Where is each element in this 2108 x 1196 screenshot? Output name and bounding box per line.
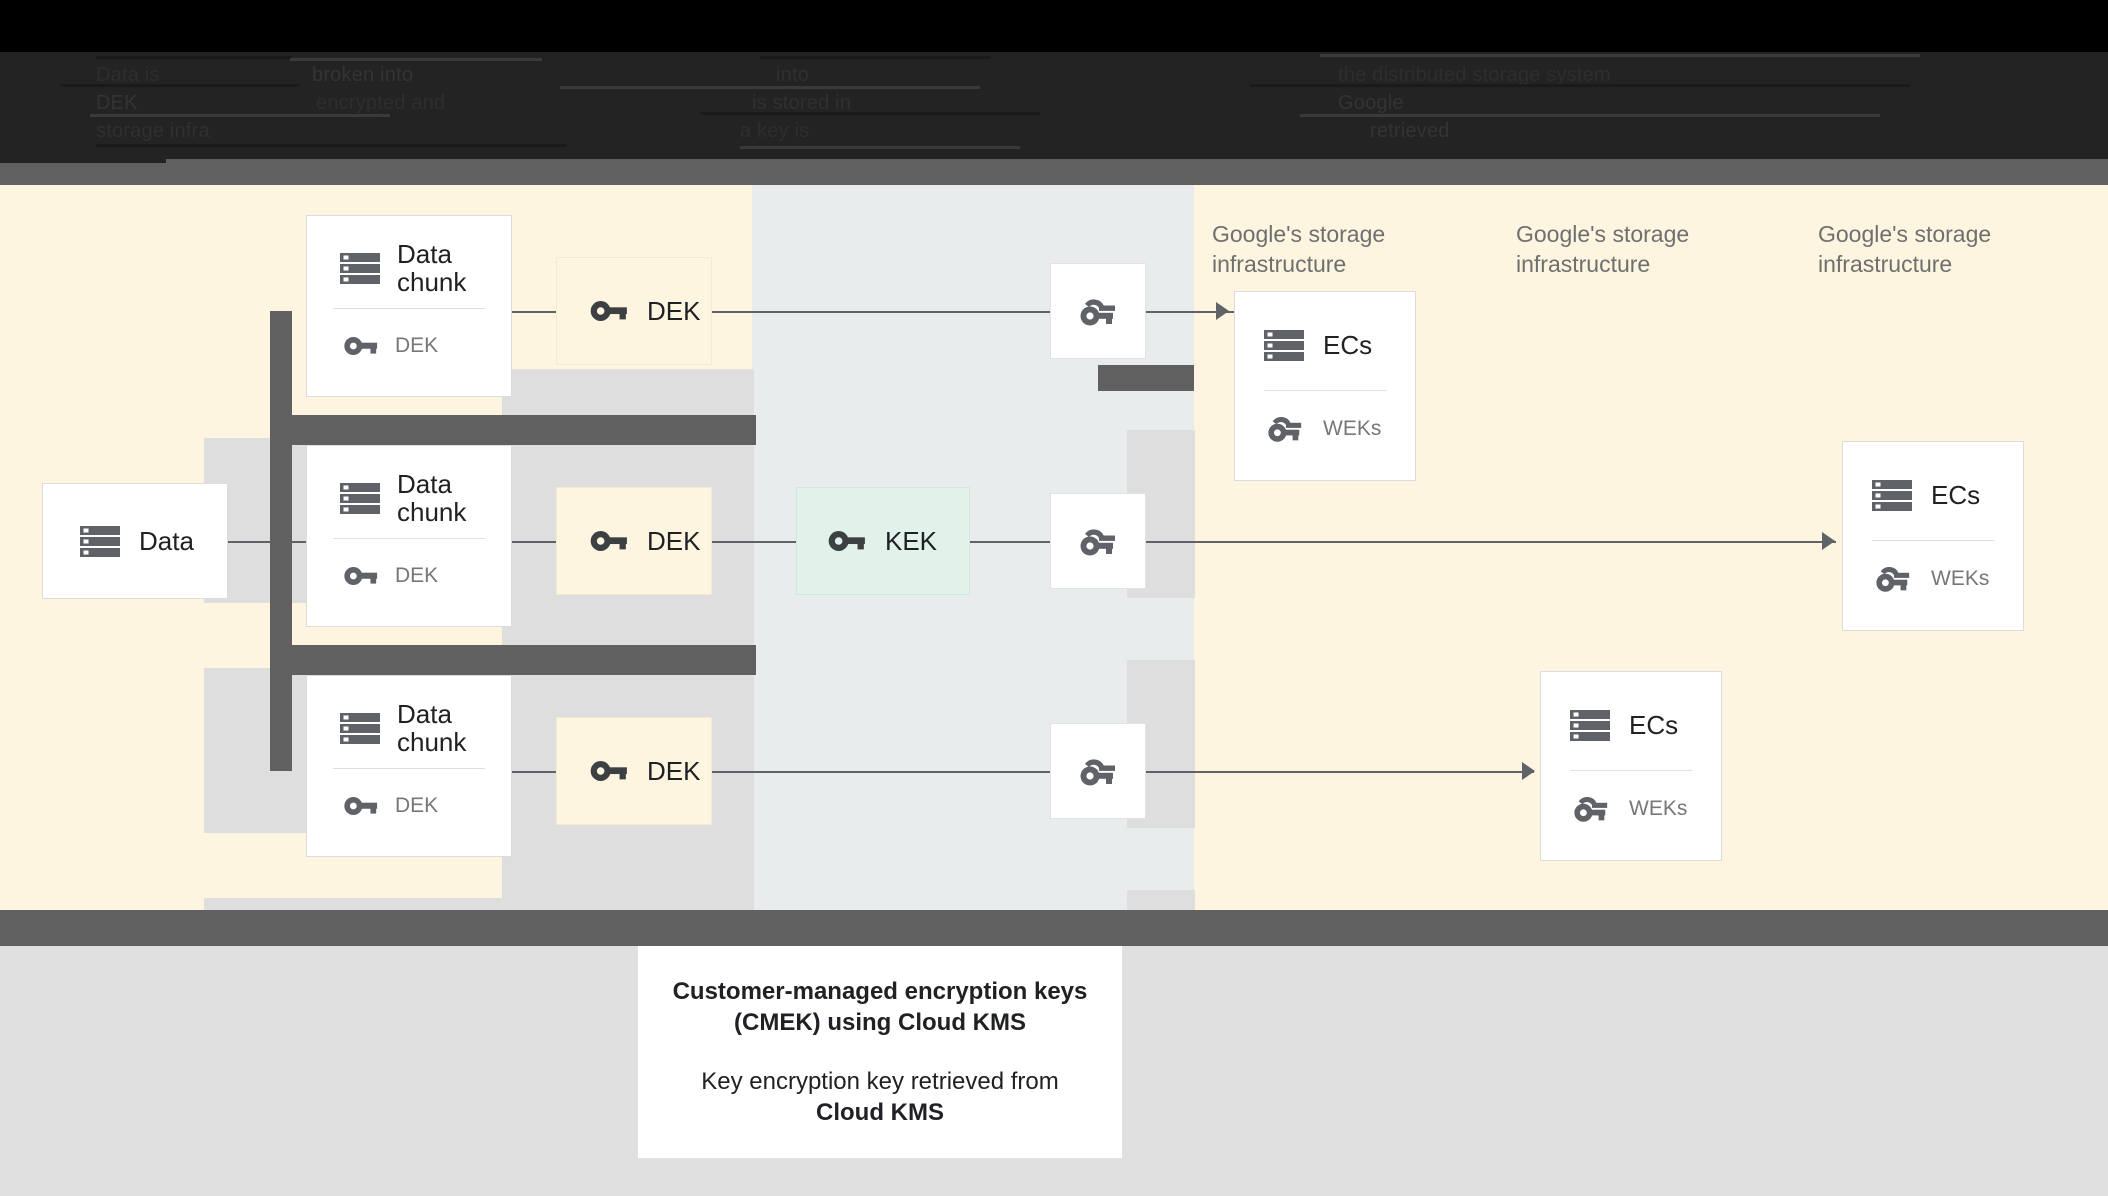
obscured-text-frag-6: encrypted and bbox=[316, 92, 446, 114]
server-icon bbox=[337, 705, 383, 751]
data-chunk-key-label: DEK bbox=[395, 564, 439, 587]
obscured-text-frag-7: is stored in bbox=[752, 92, 852, 114]
dek-box-1[interactable]: DEK bbox=[556, 257, 712, 365]
data-chunk-key-label: DEK bbox=[395, 334, 439, 357]
key-icon bbox=[341, 557, 379, 595]
wrapped-key-icon bbox=[1569, 789, 1615, 829]
data-chunk-card-1[interactable]: Data chunk DEK bbox=[306, 215, 512, 397]
line-dek1-wkey bbox=[712, 311, 1060, 313]
wrapped-key-box-2[interactable] bbox=[1050, 493, 1146, 589]
key-icon bbox=[341, 787, 379, 825]
obscured-text-frag-8: Google bbox=[1338, 92, 1404, 114]
obscured-header-band: Data is broken into into the distributed… bbox=[0, 52, 2108, 159]
ec-card-1[interactable]: ECs WEKs bbox=[1234, 291, 1416, 481]
wrapped-key-icon bbox=[1871, 559, 1917, 599]
dek-box-label: DEK bbox=[647, 295, 701, 326]
top-gray-bar bbox=[0, 159, 2108, 185]
wrapped-key-box-3[interactable] bbox=[1050, 723, 1146, 819]
branch-bar-1 bbox=[270, 415, 756, 445]
trunk-vertical bbox=[270, 311, 292, 771]
line-kek-to-wkey bbox=[898, 541, 1060, 543]
data-card-label: Data bbox=[139, 526, 194, 556]
data-chunk-title: Data chunk bbox=[397, 239, 467, 297]
server-icon bbox=[337, 475, 383, 521]
overlay-block-wkey1 bbox=[1098, 365, 1194, 391]
ec-card-title: ECs bbox=[1629, 710, 1679, 740]
kek-box-label: KEK bbox=[885, 525, 938, 556]
line-wkey1-ec1 bbox=[1136, 311, 1234, 313]
key-icon bbox=[341, 327, 379, 365]
ec-card-key-label: WEKs bbox=[1629, 797, 1688, 820]
kek-box[interactable]: KEK bbox=[796, 487, 970, 595]
obscured-text-frag-1: Data is bbox=[96, 64, 160, 86]
card-divider bbox=[1570, 770, 1692, 771]
data-card[interactable]: Data bbox=[42, 483, 228, 599]
obscured-text-frag-10: a key is bbox=[740, 120, 810, 142]
wrapped-key-icon bbox=[1075, 521, 1121, 561]
dek-box-3[interactable]: DEK bbox=[556, 717, 712, 825]
data-chunk-key-label: DEK bbox=[395, 794, 439, 817]
ec-card-key-label: WEKs bbox=[1931, 567, 1990, 590]
dek-box-label: DEK bbox=[647, 525, 701, 556]
wrapped-key-icon bbox=[1075, 291, 1121, 331]
ec-card-title: ECs bbox=[1931, 480, 1981, 510]
key-icon bbox=[587, 750, 629, 792]
card-divider bbox=[333, 538, 485, 539]
data-chunk-title: Data chunk bbox=[397, 469, 467, 527]
server-icon bbox=[337, 245, 383, 291]
data-chunk-title: Data chunk bbox=[397, 699, 467, 757]
infra-label-2: Google's storage infrastructure bbox=[1516, 221, 1690, 277]
obscured-text-frag-3: into bbox=[776, 64, 810, 86]
caption-line-2: (CMEK) using Cloud KMS bbox=[734, 1009, 1026, 1036]
ec-card-3[interactable]: ECs WEKs bbox=[1540, 671, 1722, 861]
server-icon bbox=[1869, 472, 1915, 518]
server-icon bbox=[77, 518, 123, 564]
infra-label-3: Google's storage infrastructure bbox=[1818, 221, 1992, 277]
obscured-text-frag-2: broken into bbox=[312, 64, 414, 86]
branch-bar-2 bbox=[270, 645, 756, 675]
server-icon bbox=[1567, 702, 1613, 748]
arrowhead-ec3 bbox=[1522, 762, 1535, 780]
wrapped-key-icon bbox=[1263, 409, 1309, 449]
bottom-gray-bar bbox=[0, 910, 2108, 946]
card-divider bbox=[333, 768, 485, 769]
arrowhead-ec2 bbox=[1822, 532, 1835, 550]
caption-line-3: Key encryption key retrieved from bbox=[701, 1068, 1059, 1095]
top-black-band bbox=[0, 0, 2108, 52]
obscured-text-frag-9: storage infra bbox=[96, 120, 210, 142]
caption-card: Customer-managed encryption keys (CMEK) … bbox=[638, 946, 1122, 1158]
data-chunk-card-2[interactable]: Data chunk DEK bbox=[306, 445, 512, 627]
server-icon bbox=[1261, 322, 1307, 368]
arrowhead-ec1 bbox=[1216, 302, 1229, 320]
top-gray-bar-notch bbox=[0, 155, 166, 163]
card-divider bbox=[333, 308, 485, 309]
encryption-flow-diagram: Data Data chunk DEK bbox=[0, 185, 2108, 1071]
key-icon bbox=[587, 290, 629, 332]
obscured-text-frag-5: DEK bbox=[96, 92, 138, 114]
obscured-text-frag-11: retrieved bbox=[1370, 120, 1450, 142]
caption-line-4: Cloud KMS bbox=[816, 1099, 944, 1126]
data-chunk-card-3[interactable]: Data chunk DEK bbox=[306, 675, 512, 857]
card-divider bbox=[1264, 390, 1386, 391]
dek-box-2[interactable]: DEK bbox=[556, 487, 712, 595]
ec-card-title: ECs bbox=[1323, 330, 1373, 360]
card-divider bbox=[1872, 540, 1994, 541]
wrapped-key-icon bbox=[1075, 751, 1121, 791]
line-dek3-wkey bbox=[712, 771, 1060, 773]
slab-shadow-data bbox=[218, 671, 278, 789]
line-wkey2-ec2 bbox=[1136, 541, 1836, 543]
obscured-text-frag-4: the distributed storage system bbox=[1338, 64, 1611, 86]
line-wkey3-ec3 bbox=[1136, 771, 1534, 773]
ec-card-key-label: WEKs bbox=[1323, 417, 1382, 440]
key-icon bbox=[825, 520, 867, 562]
infra-label-1: Google's storage infrastructure bbox=[1212, 221, 1386, 277]
caption-line-1: Customer-managed encryption keys bbox=[672, 978, 1088, 1005]
wrapped-key-box-1[interactable] bbox=[1050, 263, 1146, 359]
ec-card-2[interactable]: ECs WEKs bbox=[1842, 441, 2024, 631]
key-icon bbox=[587, 520, 629, 562]
dek-box-label: DEK bbox=[647, 755, 701, 786]
